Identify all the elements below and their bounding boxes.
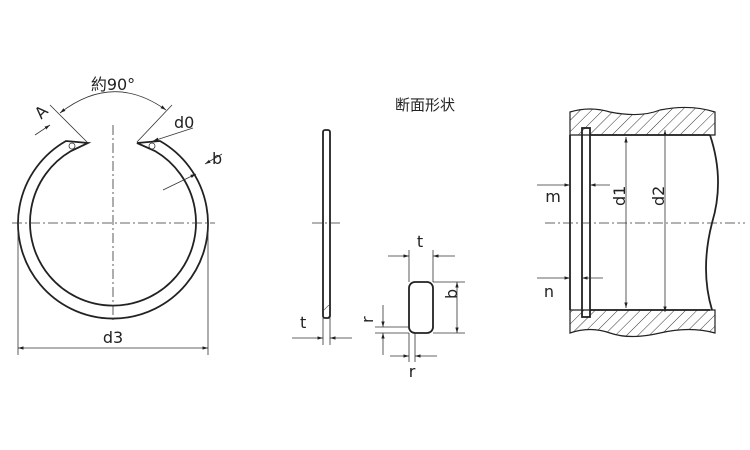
section-label-b: b bbox=[442, 289, 461, 299]
retaining-ring-outline bbox=[17, 140, 209, 320]
label-d1: d1 bbox=[610, 186, 629, 206]
side-label-t: t bbox=[300, 313, 306, 332]
label-d2: d2 bbox=[649, 186, 668, 206]
lug-hole-right bbox=[148, 142, 156, 150]
angle-arc bbox=[59, 91, 167, 114]
section-label-t: t bbox=[417, 232, 423, 251]
ring-front-view: 約90° A d0 b d3 bbox=[12, 75, 223, 355]
section-label-r-horizontal: r bbox=[409, 362, 416, 381]
label-n: n bbox=[544, 282, 554, 301]
label-d3: d3 bbox=[103, 328, 123, 347]
section-label-r-vertical: r bbox=[358, 316, 377, 323]
label-d0: d0 bbox=[174, 113, 194, 132]
angle-label: 約90° bbox=[91, 75, 135, 94]
lug-hole-left bbox=[68, 142, 76, 150]
cross-section-view: t b r r bbox=[358, 232, 465, 381]
label-b: b bbox=[212, 149, 222, 168]
housing-top bbox=[569, 106, 716, 136]
ring-side-view: t bbox=[292, 129, 352, 345]
section-title: 断面形状 bbox=[395, 96, 455, 114]
label-a: A bbox=[31, 101, 52, 122]
installation-view: d1 d2 m n bbox=[537, 106, 745, 338]
housing-bottom bbox=[569, 309, 716, 338]
label-m: m bbox=[545, 187, 561, 206]
